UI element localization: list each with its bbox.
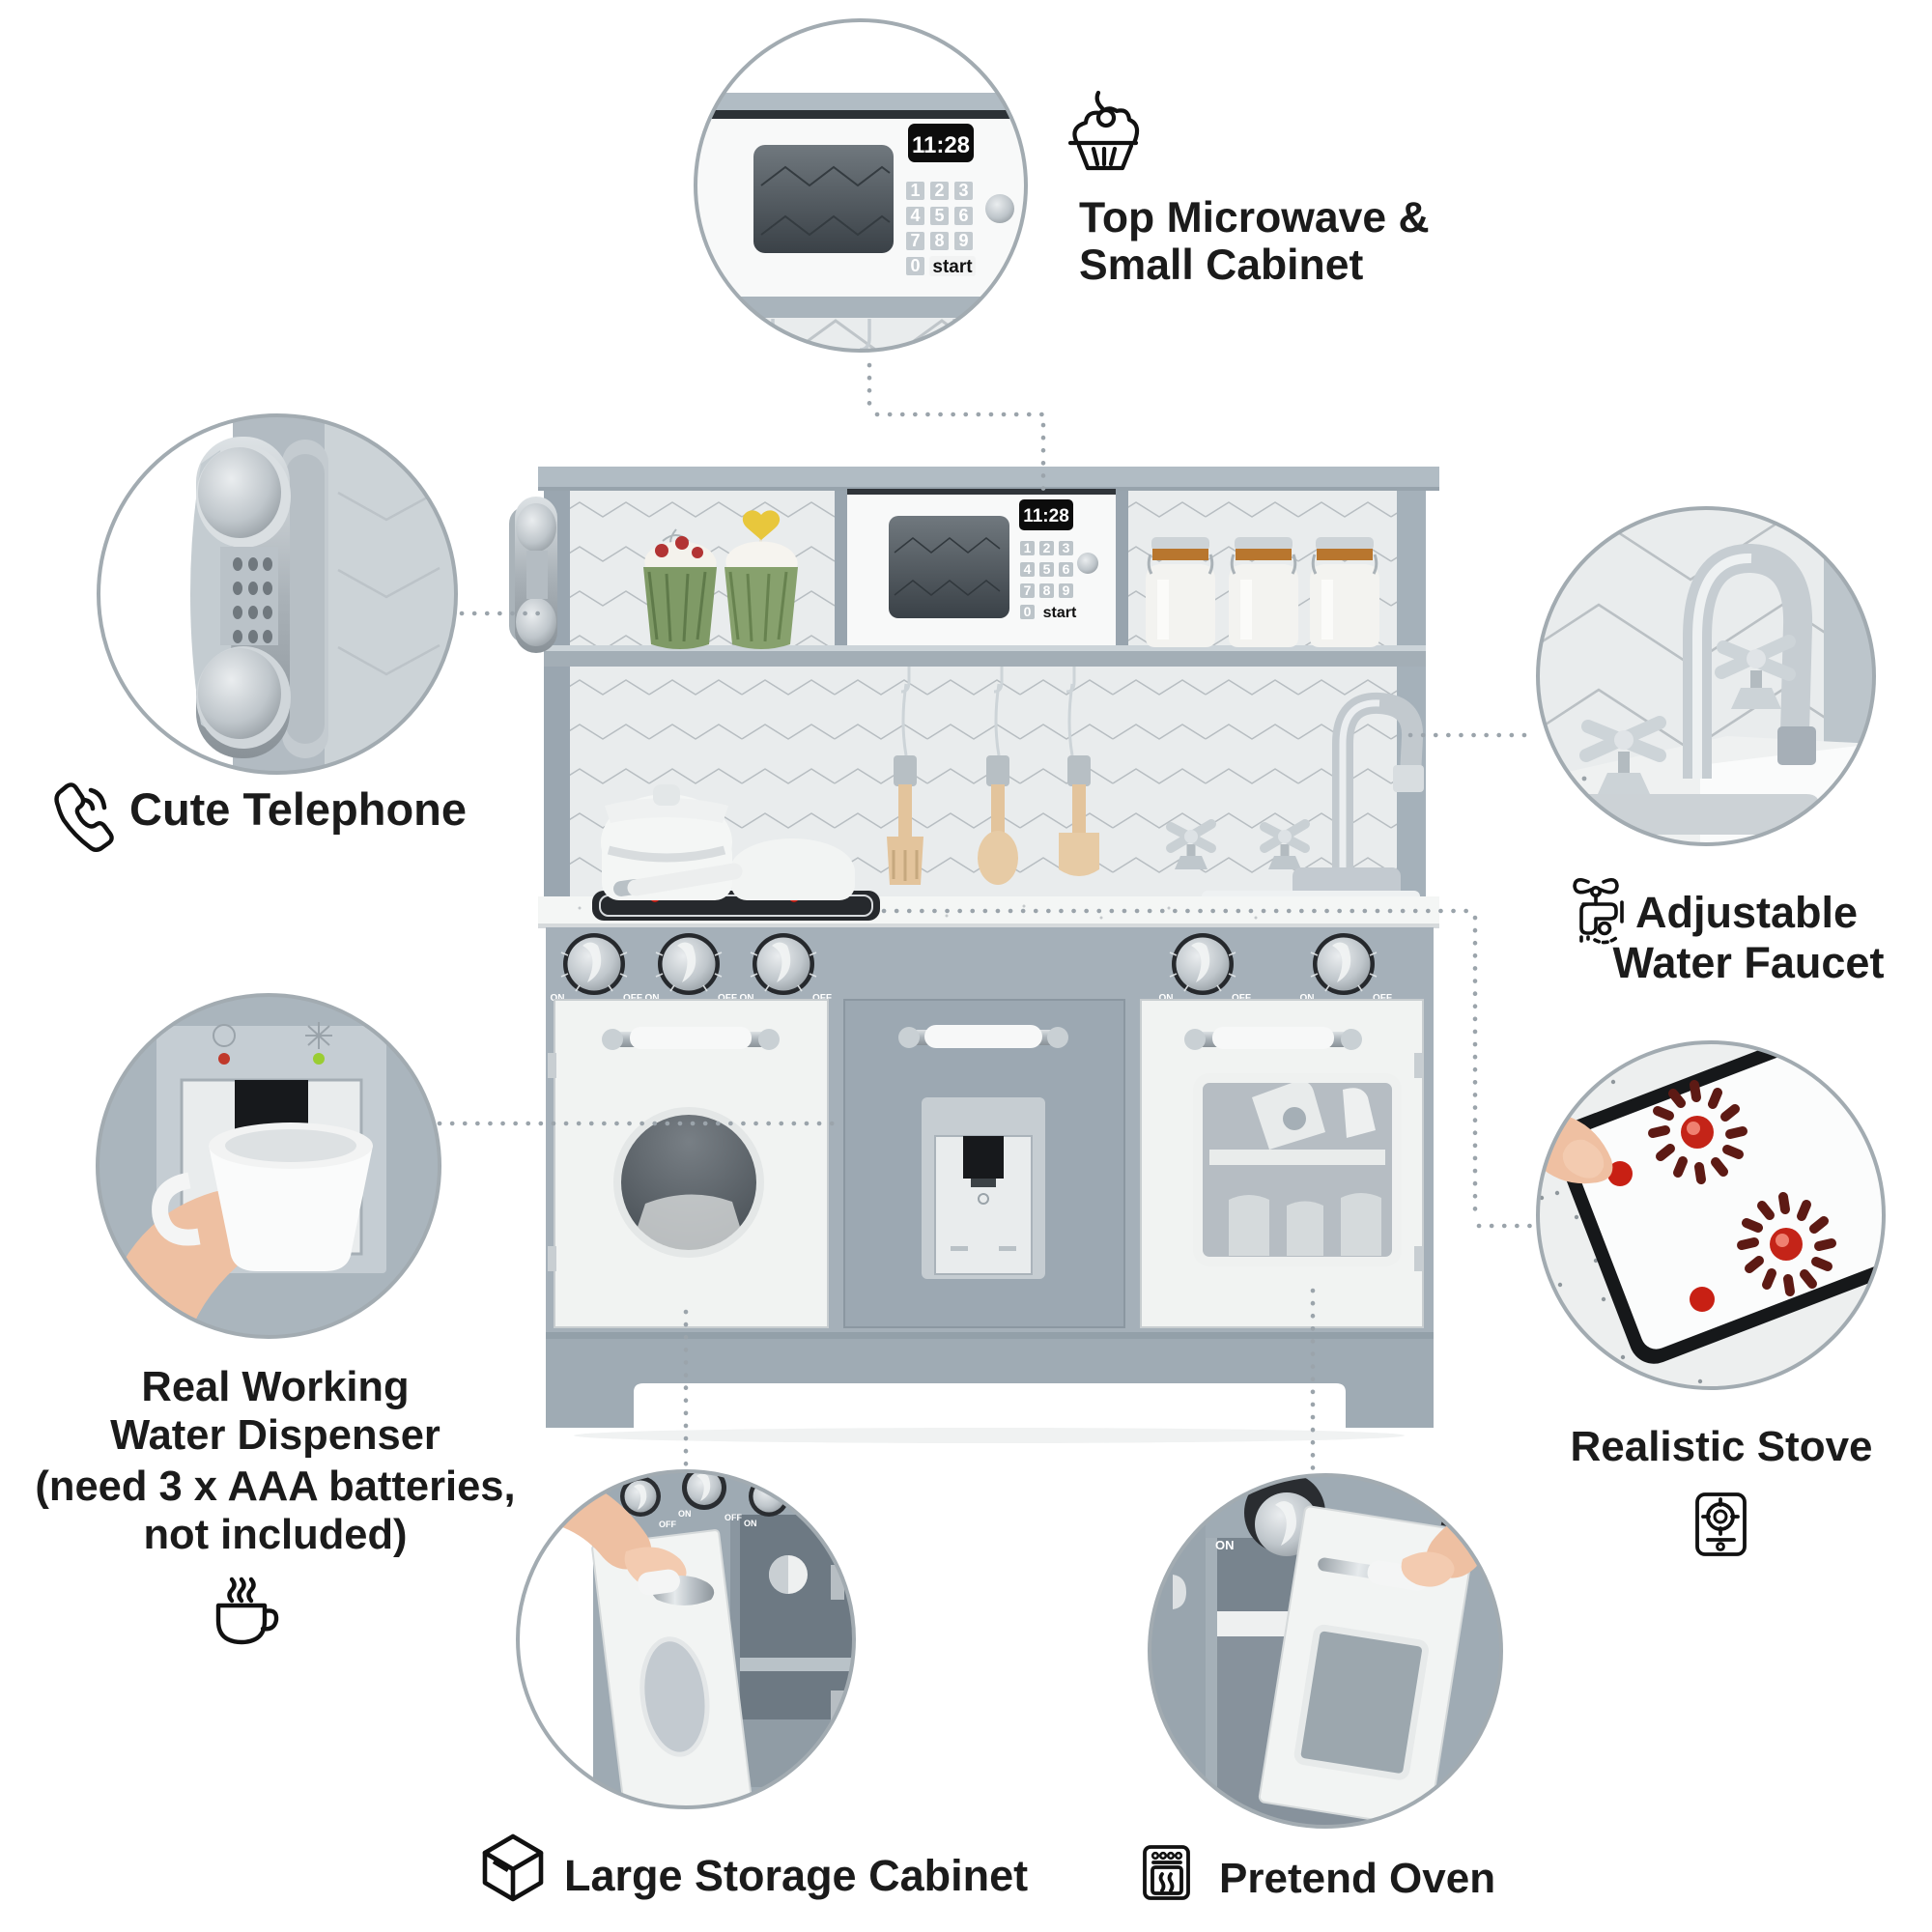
svg-text:Small Cabinet: Small Cabinet xyxy=(1079,242,1363,289)
svg-text:0: 0 xyxy=(1024,604,1032,619)
svg-text:(need 3 x AAA batteries,: (need 3 x AAA batteries, xyxy=(35,1463,515,1510)
svg-text:OFF: OFF xyxy=(659,1520,676,1529)
svg-text:8: 8 xyxy=(934,231,944,250)
svg-text:4: 4 xyxy=(910,206,920,225)
svg-text:2: 2 xyxy=(1043,540,1051,555)
svg-text:ON: ON xyxy=(744,1519,757,1528)
svg-text:start: start xyxy=(932,257,973,277)
svg-text:1: 1 xyxy=(1024,540,1032,555)
svg-text:Top Microwave &: Top Microwave & xyxy=(1079,194,1430,242)
svg-text:7: 7 xyxy=(1024,582,1032,598)
svg-text:9: 9 xyxy=(1063,582,1070,598)
svg-text:start: start xyxy=(1043,605,1077,621)
svg-text:Water Faucet: Water Faucet xyxy=(1613,938,1885,987)
svg-text:Realistic Stove: Realistic Stove xyxy=(1570,1423,1872,1470)
svg-text:Pretend Oven: Pretend Oven xyxy=(1219,1855,1495,1902)
svg-text:OFF: OFF xyxy=(623,993,642,1004)
svg-text:OFF: OFF xyxy=(724,1513,742,1522)
svg-text:4: 4 xyxy=(1024,561,1032,577)
svg-text:5: 5 xyxy=(1043,561,1051,577)
svg-text:6: 6 xyxy=(1063,561,1070,577)
svg-text:Real Working: Real Working xyxy=(141,1364,409,1410)
svg-text:8: 8 xyxy=(1043,582,1051,598)
svg-text:Large Storage Cabinet: Large Storage Cabinet xyxy=(564,1851,1028,1900)
svg-text:not included): not included) xyxy=(143,1512,407,1558)
svg-text:5: 5 xyxy=(934,206,944,225)
svg-text:11:28: 11:28 xyxy=(1023,506,1069,526)
svg-text:Cute Telephone: Cute Telephone xyxy=(129,783,467,835)
svg-text:ON: ON xyxy=(1215,1538,1235,1552)
svg-text:3: 3 xyxy=(1063,540,1070,555)
svg-text:0: 0 xyxy=(910,256,920,275)
svg-text:7: 7 xyxy=(910,231,920,250)
svg-text:ON: ON xyxy=(678,1509,692,1519)
svg-text:ON: ON xyxy=(551,993,565,1004)
svg-text:6: 6 xyxy=(958,206,968,225)
svg-text:9: 9 xyxy=(958,231,968,250)
svg-text:Water Dispenser: Water Dispenser xyxy=(110,1412,440,1459)
svg-text:3: 3 xyxy=(958,181,968,200)
svg-text:11:28: 11:28 xyxy=(912,132,970,158)
svg-text:2: 2 xyxy=(934,181,944,200)
svg-text:1: 1 xyxy=(910,181,920,200)
svg-text:Adjustable: Adjustable xyxy=(1635,888,1858,937)
